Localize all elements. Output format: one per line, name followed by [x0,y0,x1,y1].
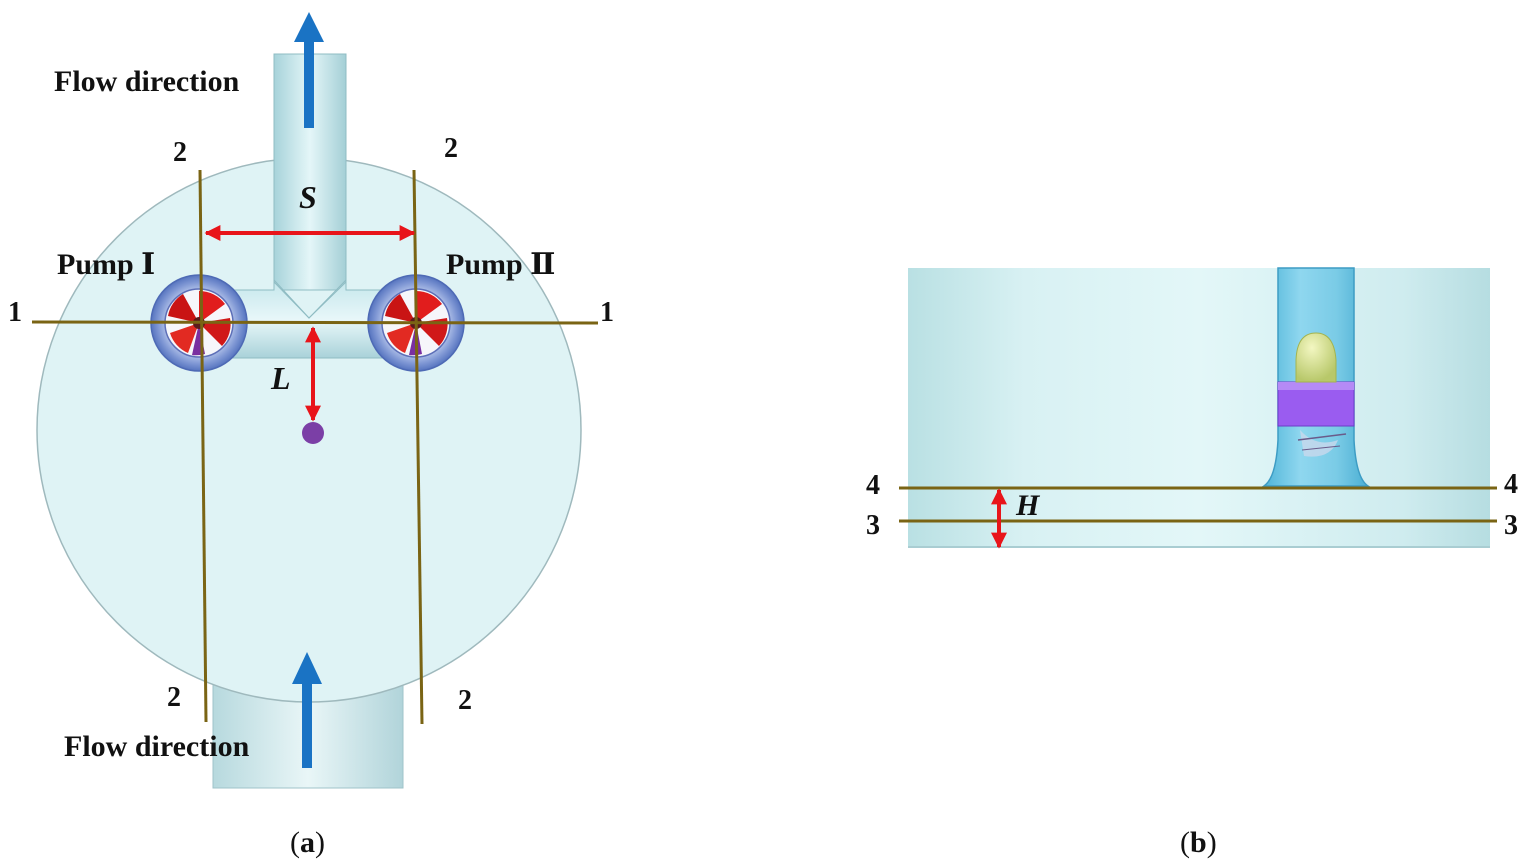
manifold-joint [273,279,347,319]
flow-direction-label-top: Flow direction [54,65,240,98]
panel-a: Flow direction Flow direction Pump Ⅰ Pum… [8,12,614,859]
caption-b: (b) [1180,826,1217,859]
section-line-1 [31,320,599,325]
flow-arrow-up-bottom [292,652,322,768]
sump-side-view [908,268,1490,548]
height-label: H [1015,489,1041,522]
section-2-label-bottom-left: 2 [167,682,181,713]
suction-pipe-side [1261,267,1371,487]
flow-direction-label-bottom: Flow direction [64,730,250,763]
section-line-2-left [198,169,208,723]
offset-label: L [270,360,291,396]
section-1-label-left: 1 [8,297,22,328]
pump-1-label: Pump Ⅰ [57,248,155,281]
probe-point [302,422,324,444]
section-2-label-bottom-right: 2 [458,685,472,716]
panel-b: H 4 4 3 3 (b) [866,267,1518,859]
section-3-label-left: 3 [866,510,880,541]
section-3-label-right: 3 [1504,510,1518,541]
section-1-label-right: 1 [600,297,614,328]
section-4-label-left: 4 [866,470,880,501]
section-2-label-top-right: 2 [444,133,458,164]
section-2-label-top-left: 2 [173,137,187,168]
flow-arrow-up-top [294,12,324,128]
caption-a: (a) [290,826,325,859]
spacing-label: S [299,179,317,215]
section-line-2-right [412,169,424,725]
pump-2-label: Pump Ⅱ [446,248,555,281]
section-4-label-right: 4 [1504,469,1518,500]
